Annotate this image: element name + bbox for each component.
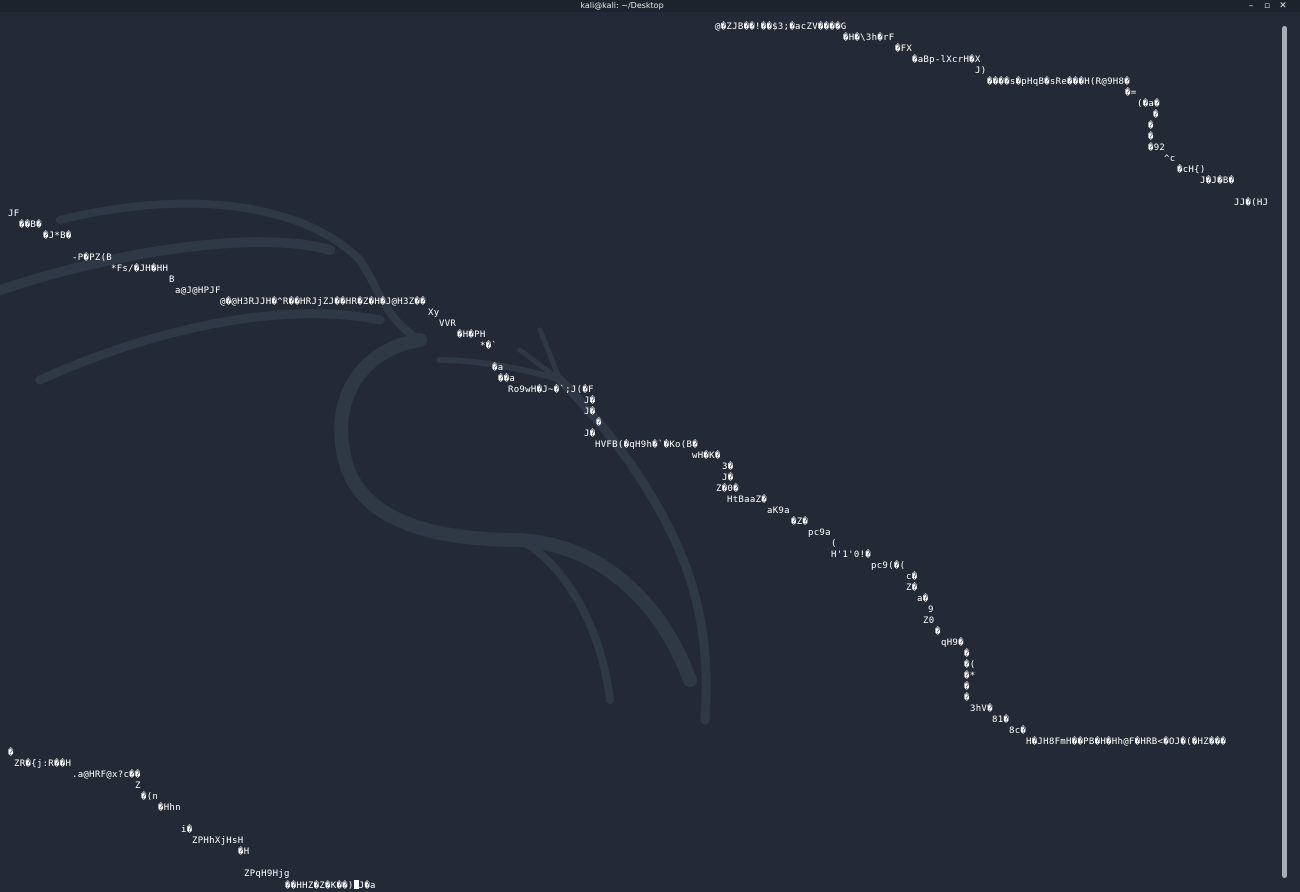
terminal-line-text: J�a: [358, 881, 376, 891]
terminal-line: .a@HRF@x?c��: [72, 770, 141, 780]
terminal-line: -P�PZ(B: [72, 253, 113, 263]
terminal-line: Z�0�: [716, 484, 739, 494]
terminal-scrollbar[interactable]: [1282, 26, 1287, 878]
terminal-line: ��a: [498, 374, 516, 384]
terminal-line: Z0: [923, 616, 935, 626]
window-titlebar[interactable]: kali@kali: ~/Desktop: [0, 0, 1300, 12]
terminal-line: �Hhn: [158, 803, 181, 813]
terminal-line: *�`: [480, 341, 498, 351]
terminal-line: qH9�: [941, 638, 964, 648]
terminal-line: @�@H3RJJH�^R��HRJjZJ��HR�Z�H�J@H3Z��: [220, 297, 426, 307]
terminal-line: �H�\3h�rF: [843, 33, 895, 43]
terminal-line: HtBaaZ�: [727, 495, 768, 505]
terminal-line: Xy: [428, 308, 440, 318]
terminal-line: �: [1153, 110, 1159, 120]
terminal-output[interactable]: @�ZJB��!��$3;�acZV����G �H�\3h�rF �FX �a…: [0, 12, 1280, 892]
terminal-line: B: [169, 275, 175, 285]
terminal-line: �: [1148, 121, 1154, 131]
maximize-icon[interactable]: ▫: [1263, 1, 1271, 11]
terminal-line: J�: [584, 396, 596, 406]
terminal-line-text: ��HHZ�Z�K��): [285, 881, 354, 891]
terminal-line: J): [975, 66, 987, 76]
terminal-line: wH�K�: [692, 451, 721, 461]
terminal-line: J�: [584, 407, 596, 417]
window-title: kali@kali: ~/Desktop: [580, 1, 664, 10]
terminal-line: @�ZJB��!��$3;�acZV����G: [715, 22, 847, 32]
terminal-line: J�: [722, 473, 734, 483]
terminal-line: �a: [492, 363, 504, 373]
terminal-line: �: [964, 682, 970, 692]
terminal-line: �aBp-lXcrH�X: [912, 55, 981, 65]
terminal-line: Z: [135, 781, 141, 791]
terminal-line: a�: [917, 594, 929, 604]
terminal-line: �FX: [895, 44, 913, 54]
terminal-line: 3�: [722, 462, 734, 472]
terminal-line: 81�: [992, 715, 1010, 725]
terminal-line: JJ�(HJ: [1234, 198, 1269, 208]
terminal-line: �: [596, 418, 602, 428]
text-cursor: [353, 880, 359, 889]
terminal-line: �H�PH: [457, 330, 486, 340]
terminal-line: (�a�: [1137, 99, 1160, 109]
terminal-line: ����s�pHqB�sRe���H(R@9H8�: [987, 77, 1130, 87]
terminal-line: c�: [906, 572, 918, 582]
terminal-line: Ro9wH�J~�`;J(�F: [508, 385, 594, 395]
terminal-line: ZR�{j:R��H: [14, 759, 72, 769]
terminal-line: �: [1148, 132, 1154, 142]
terminal-line: JF: [8, 209, 20, 219]
minimize-icon[interactable]: –: [1248, 1, 1254, 11]
terminal-line: 8c�: [1009, 726, 1027, 736]
terminal-line: �: [964, 649, 970, 659]
close-icon[interactable]: ✕: [1279, 1, 1287, 11]
terminal-line: �(: [964, 660, 976, 670]
terminal-line: 9: [928, 605, 934, 615]
terminal-line: 3hV�: [970, 704, 993, 714]
terminal-line: �*: [964, 671, 976, 681]
terminal-line: �: [8, 748, 14, 758]
terminal-line: J�J�B�: [1200, 176, 1235, 186]
terminal-line: H�JH8FmH��PB�H�Hh@F�HRB<�OJ�(�HZ���: [1026, 737, 1227, 747]
terminal-line: J�: [584, 429, 596, 439]
terminal-line: pc9a: [808, 528, 831, 538]
terminal-line: H'1'0!�: [831, 550, 872, 560]
terminal-line: VVR: [439, 319, 457, 329]
terminal-line: �cH{): [1177, 165, 1206, 175]
terminal-line: ��B�: [19, 220, 42, 230]
terminal-line: a@J@HPJF: [175, 286, 221, 296]
terminal-line: ZPqH9Hjg: [244, 869, 290, 879]
terminal-line: aK9a: [767, 506, 790, 516]
terminal-line: �Z�: [791, 517, 809, 527]
terminal-line: �(n: [141, 792, 159, 802]
terminal-line: i�: [181, 825, 193, 835]
terminal-line: �92: [1148, 143, 1166, 153]
terminal-line: �J*B�: [43, 231, 72, 241]
terminal-line: �H: [238, 847, 250, 857]
terminal-line: *Fs/�JH�HH: [111, 264, 169, 274]
terminal-line: (: [831, 539, 837, 549]
terminal-line: ZPHhXjHsH: [192, 836, 244, 846]
terminal-line: �: [964, 693, 970, 703]
terminal-line: �: [935, 627, 941, 637]
terminal-line: Z�: [906, 583, 918, 593]
terminal-line: ^c: [1164, 154, 1176, 164]
terminal-line: �=: [1125, 88, 1137, 98]
terminal-line: HVFB(�qH9h�`�Ko(B�: [595, 440, 698, 450]
terminal-line: ��HHZ�Z�K��) J�a: [285, 880, 376, 892]
terminal-line: pc9(�(: [871, 561, 906, 571]
